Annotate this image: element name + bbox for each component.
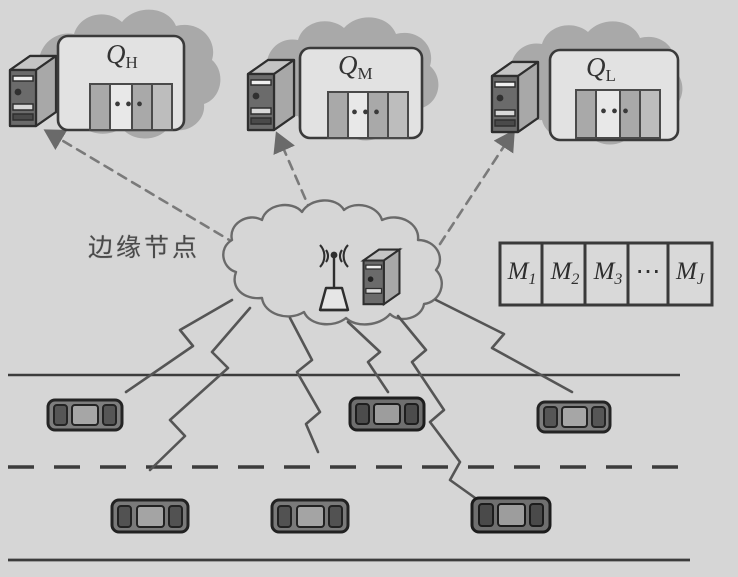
server-tower-high-icon: [8, 54, 58, 128]
edge-server-icon: [360, 247, 403, 307]
queue-dots-medium: •••: [351, 102, 385, 124]
vehicle-lower-3: [470, 496, 552, 534]
vehicle-upper-2: [348, 396, 426, 432]
uplink-to-cloud-low: [438, 129, 515, 246]
queue-dots-high: •••: [114, 94, 148, 116]
wireless-link-1: [124, 298, 234, 394]
server-tower-medium-icon: [246, 58, 296, 132]
wireless-access-point-icon: [318, 244, 350, 312]
queue-label-high: QH: [106, 39, 138, 72]
queue-subscript-high: H: [125, 52, 138, 72]
queue-label-medium: QM: [338, 50, 373, 83]
queue-box-low: [548, 48, 680, 142]
queue-label-low: QL: [586, 52, 616, 85]
wireless-link-4: [346, 320, 390, 394]
vehicle-upper-1: [46, 398, 124, 432]
queue-box-high: [56, 34, 186, 132]
wireless-link-2: [148, 306, 252, 472]
wireless-links: [124, 298, 574, 502]
task-queue-box: [498, 241, 714, 307]
vehicle-upper-3: [536, 400, 612, 434]
wireless-link-5: [396, 314, 480, 502]
task-queue-cell-3: M3: [593, 258, 623, 288]
queue-subscript-medium: M: [357, 63, 373, 83]
wireless-link-6: [434, 298, 574, 394]
uplink-to-cloud-high: [43, 129, 238, 246]
task-queue-cell-ellipsis: ⋯: [635, 258, 663, 285]
task-queue-cell-j: MJ: [676, 258, 704, 288]
vehicle-lower-2: [270, 498, 350, 534]
vehicle-lower-1: [110, 498, 190, 534]
queue-dots-low: •••: [600, 101, 634, 123]
edge-node-label: 边缘节点: [88, 233, 201, 262]
task-queue-cell-2: M2: [550, 258, 580, 288]
queue-box-medium: [298, 46, 424, 140]
queue-subscript-low: L: [605, 65, 616, 85]
task-queue-cell-1: M1: [507, 258, 537, 288]
server-tower-low-icon: [490, 60, 540, 134]
wireless-link-3: [288, 316, 322, 454]
